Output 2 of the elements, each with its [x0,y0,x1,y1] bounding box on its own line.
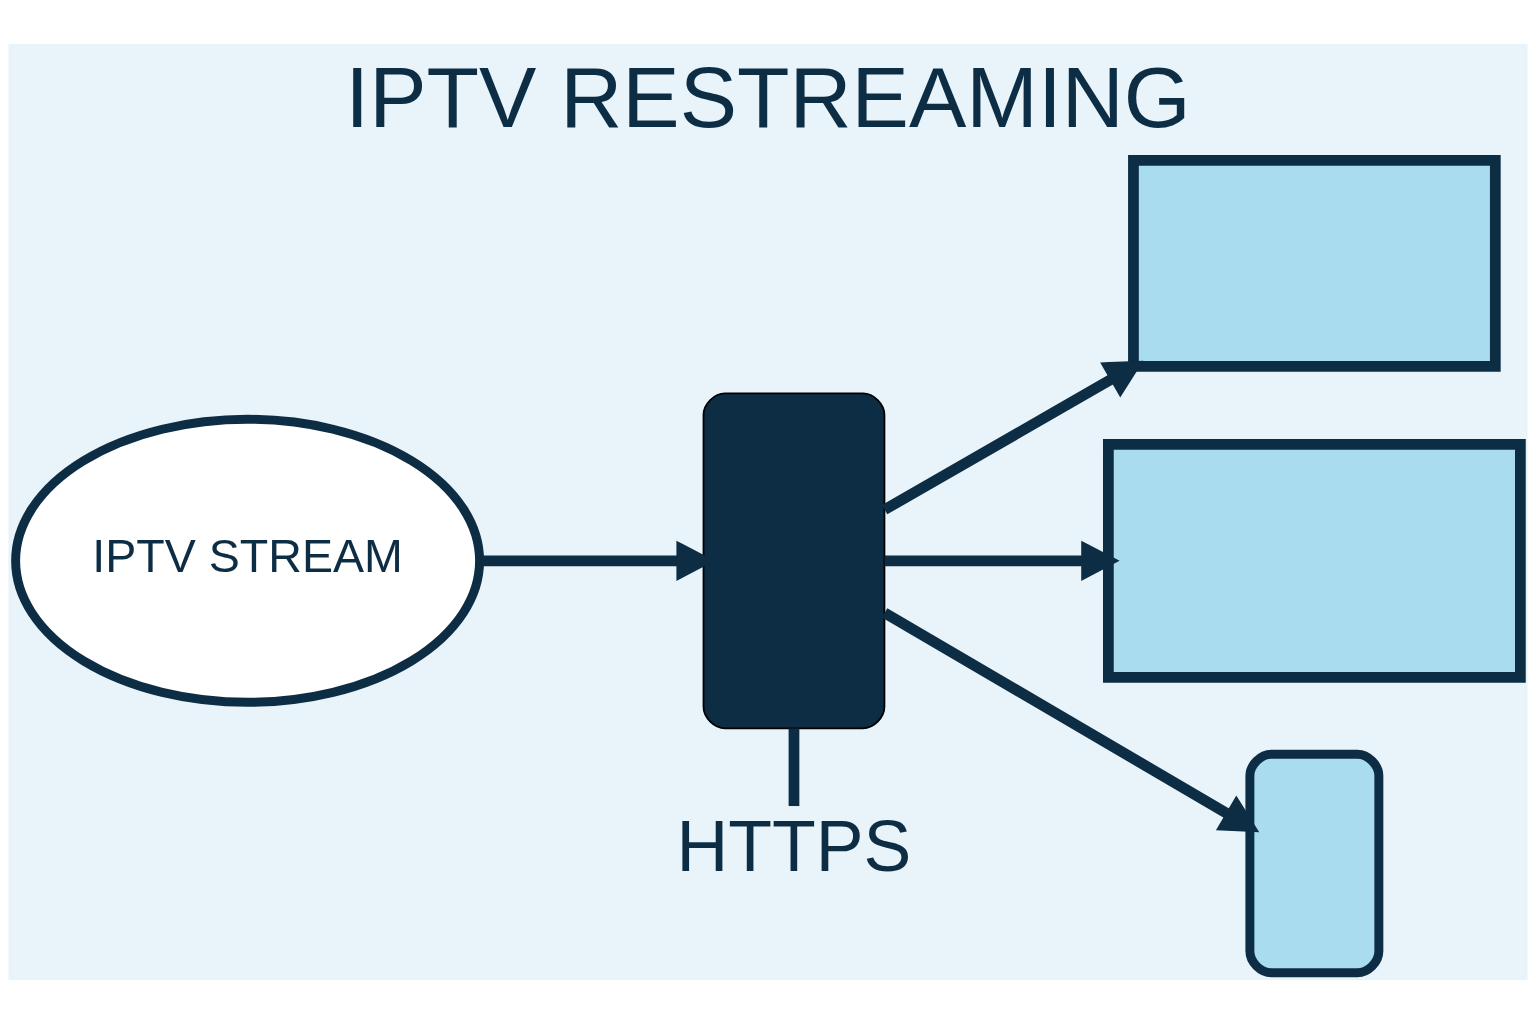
diagram-title: IPTV RESTREAMING [345,49,1191,146]
node-text: HTTPS [676,805,912,886]
